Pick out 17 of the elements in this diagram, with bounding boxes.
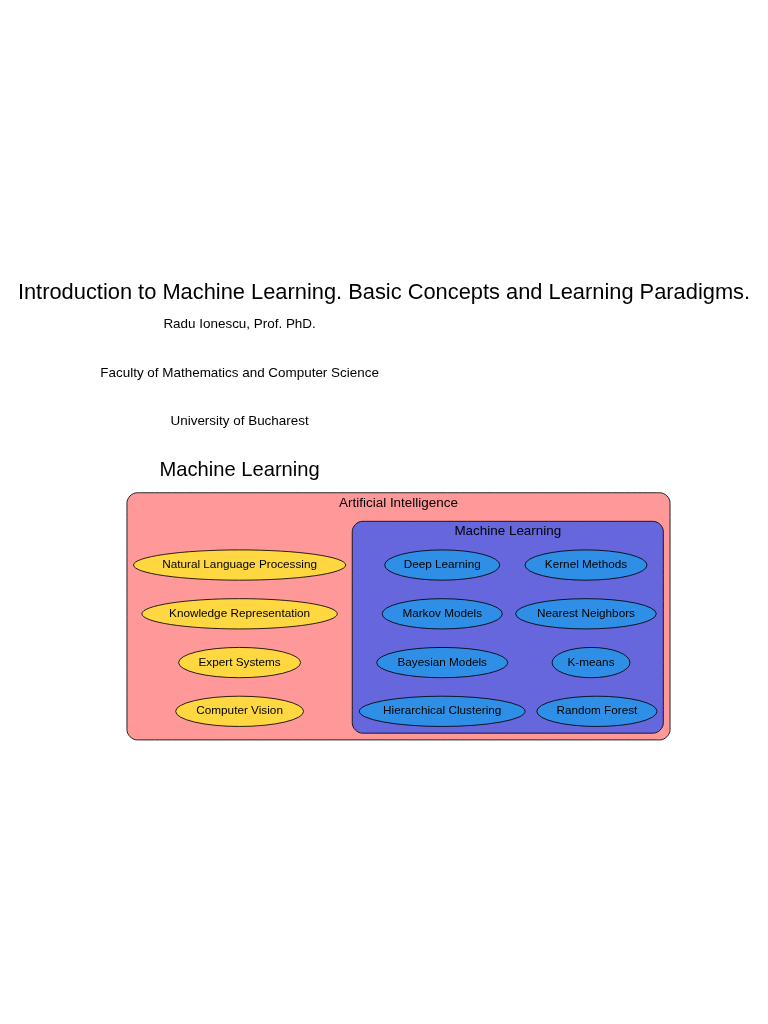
label: Radu Ionescu, Prof. PhD. bbox=[163, 315, 316, 331]
node-ellipse: Bayesian Models bbox=[376, 646, 509, 678]
node-ellipse: Natural Language Processing bbox=[133, 549, 347, 581]
label: Faculty of Mathematics and Computer Science bbox=[100, 364, 379, 380]
node-ellipse: K-means bbox=[551, 646, 631, 678]
node-ellipse: Random Forest bbox=[536, 695, 658, 727]
node-ellipse: Knowledge Representation bbox=[141, 597, 338, 629]
node-ellipse: Markov Models bbox=[381, 597, 503, 629]
label: University of Bucharest bbox=[170, 412, 309, 428]
node-ellipse: Hierarchical Clustering bbox=[358, 695, 526, 727]
node-ellipse: Computer Vision bbox=[175, 695, 304, 727]
node-ellipse: Kernel Methods bbox=[524, 549, 648, 581]
label: Machine Learning bbox=[159, 457, 320, 480]
node-ellipse: Deep Learning bbox=[384, 549, 501, 581]
node-ellipse: Nearest Neighbors bbox=[515, 597, 657, 629]
node-ellipse: Expert Systems bbox=[178, 646, 302, 678]
diagram-title: Introduction to Machine Learning. Basic Concepts and Learning Paradigms. bbox=[17, 278, 751, 304]
